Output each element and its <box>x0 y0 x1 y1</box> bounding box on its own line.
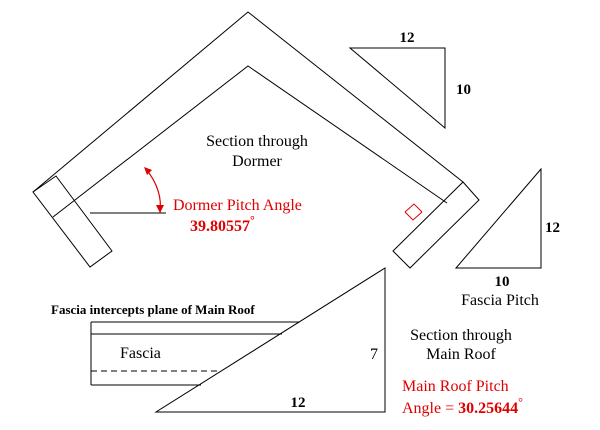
right-angle-marker-box <box>404 211 423 221</box>
fascia-label: Fascia <box>120 345 161 362</box>
dormer-right-rafter-end <box>392 181 480 269</box>
arc-arrowhead-bottom <box>156 205 164 213</box>
main-roof-pitch-value-text: Angle = 30.25644° <box>402 395 523 417</box>
main-roof-rise: 7 <box>370 346 378 363</box>
arc-arrowhead-top <box>144 167 152 175</box>
main-roof-run: 12 <box>291 395 306 411</box>
dormer-triangle-run: 12 <box>400 30 415 46</box>
dormer-pitch-triangle <box>348 47 446 130</box>
dormer-pitch-unit: ° <box>250 213 255 227</box>
right-angle-marker <box>404 203 423 213</box>
fascia-pitch-caption: Fascia Pitch <box>461 292 539 309</box>
main-roof-pitch-prefix: Angle = <box>402 400 458 417</box>
dormer-pitch-value-text: 39.80557° <box>190 213 255 235</box>
fascia-pitch-triangle <box>454 167 542 269</box>
main-roof-pitch-label: Main Roof Pitch <box>402 378 509 395</box>
dormer-outer-edge <box>32 11 464 193</box>
dormer-left-rafter-end <box>32 175 113 268</box>
dormer-section-title-line1: Section through <box>206 133 308 150</box>
main-roof-pitch-unit: ° <box>518 395 523 409</box>
main-roof-section-title-line2: Main Roof <box>426 346 496 363</box>
fascia-triangle-rise: 12 <box>545 220 560 236</box>
main-roof-section-title-line1: Section through <box>410 327 512 344</box>
dormer-triangle-rise: 10 <box>456 82 471 98</box>
dormer-section <box>32 11 480 269</box>
fascia-triangle-run: 10 <box>495 274 510 290</box>
dormer-pitch-label: Dormer Pitch Angle <box>173 197 302 214</box>
dormer-section-title-line2: Dormer <box>232 153 282 170</box>
fascia-board <box>90 321 300 386</box>
dormer-pitch-value: 39.80557 <box>190 218 250 235</box>
main-roof-pitch-value: 30.25644 <box>458 400 518 417</box>
fascia-intercept-note: Fascia intercepts plane of Main Roof <box>51 302 255 317</box>
dormer-inner-edge <box>52 65 448 218</box>
main-roof-triangle <box>154 267 386 413</box>
